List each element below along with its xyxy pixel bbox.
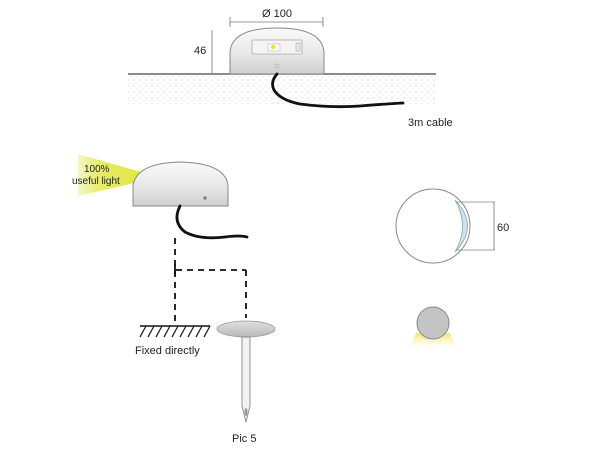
fixed-surface-hatch bbox=[139, 325, 211, 338]
lens-crescent bbox=[454, 199, 468, 253]
cable-middle bbox=[175, 204, 249, 240]
diameter-label: Ø 100 bbox=[262, 8, 292, 20]
side-section-view: 60 bbox=[395, 188, 509, 264]
mount-label: Fixed directly bbox=[135, 345, 200, 357]
spot-disc bbox=[416, 306, 450, 340]
spike-disc bbox=[216, 320, 276, 338]
ground-gravel bbox=[128, 74, 436, 104]
section-circle bbox=[395, 188, 471, 264]
height-label: 46 bbox=[194, 45, 206, 57]
cable-top bbox=[271, 72, 405, 109]
spike-label: Pic 5 bbox=[232, 433, 256, 445]
light-label-line1: 100% bbox=[84, 164, 110, 175]
mounting-lines bbox=[174, 238, 247, 325]
section-dimension-label: 60 bbox=[497, 222, 509, 234]
light-output-view: 100% useful light Fixed directly bbox=[72, 154, 276, 445]
fixture-dome-middle bbox=[132, 161, 229, 207]
ground-spike bbox=[216, 320, 276, 423]
light-beam bbox=[78, 154, 148, 196]
top-installation-view: Ø 100 46 3m cable bbox=[128, 8, 453, 129]
light-spot-view bbox=[410, 306, 456, 347]
light-label-line2: useful light bbox=[72, 176, 120, 187]
light-glow bbox=[410, 333, 456, 347]
led-dot bbox=[270, 44, 276, 50]
cable-label: 3m cable bbox=[408, 117, 453, 129]
spike-shaft bbox=[241, 336, 251, 423]
